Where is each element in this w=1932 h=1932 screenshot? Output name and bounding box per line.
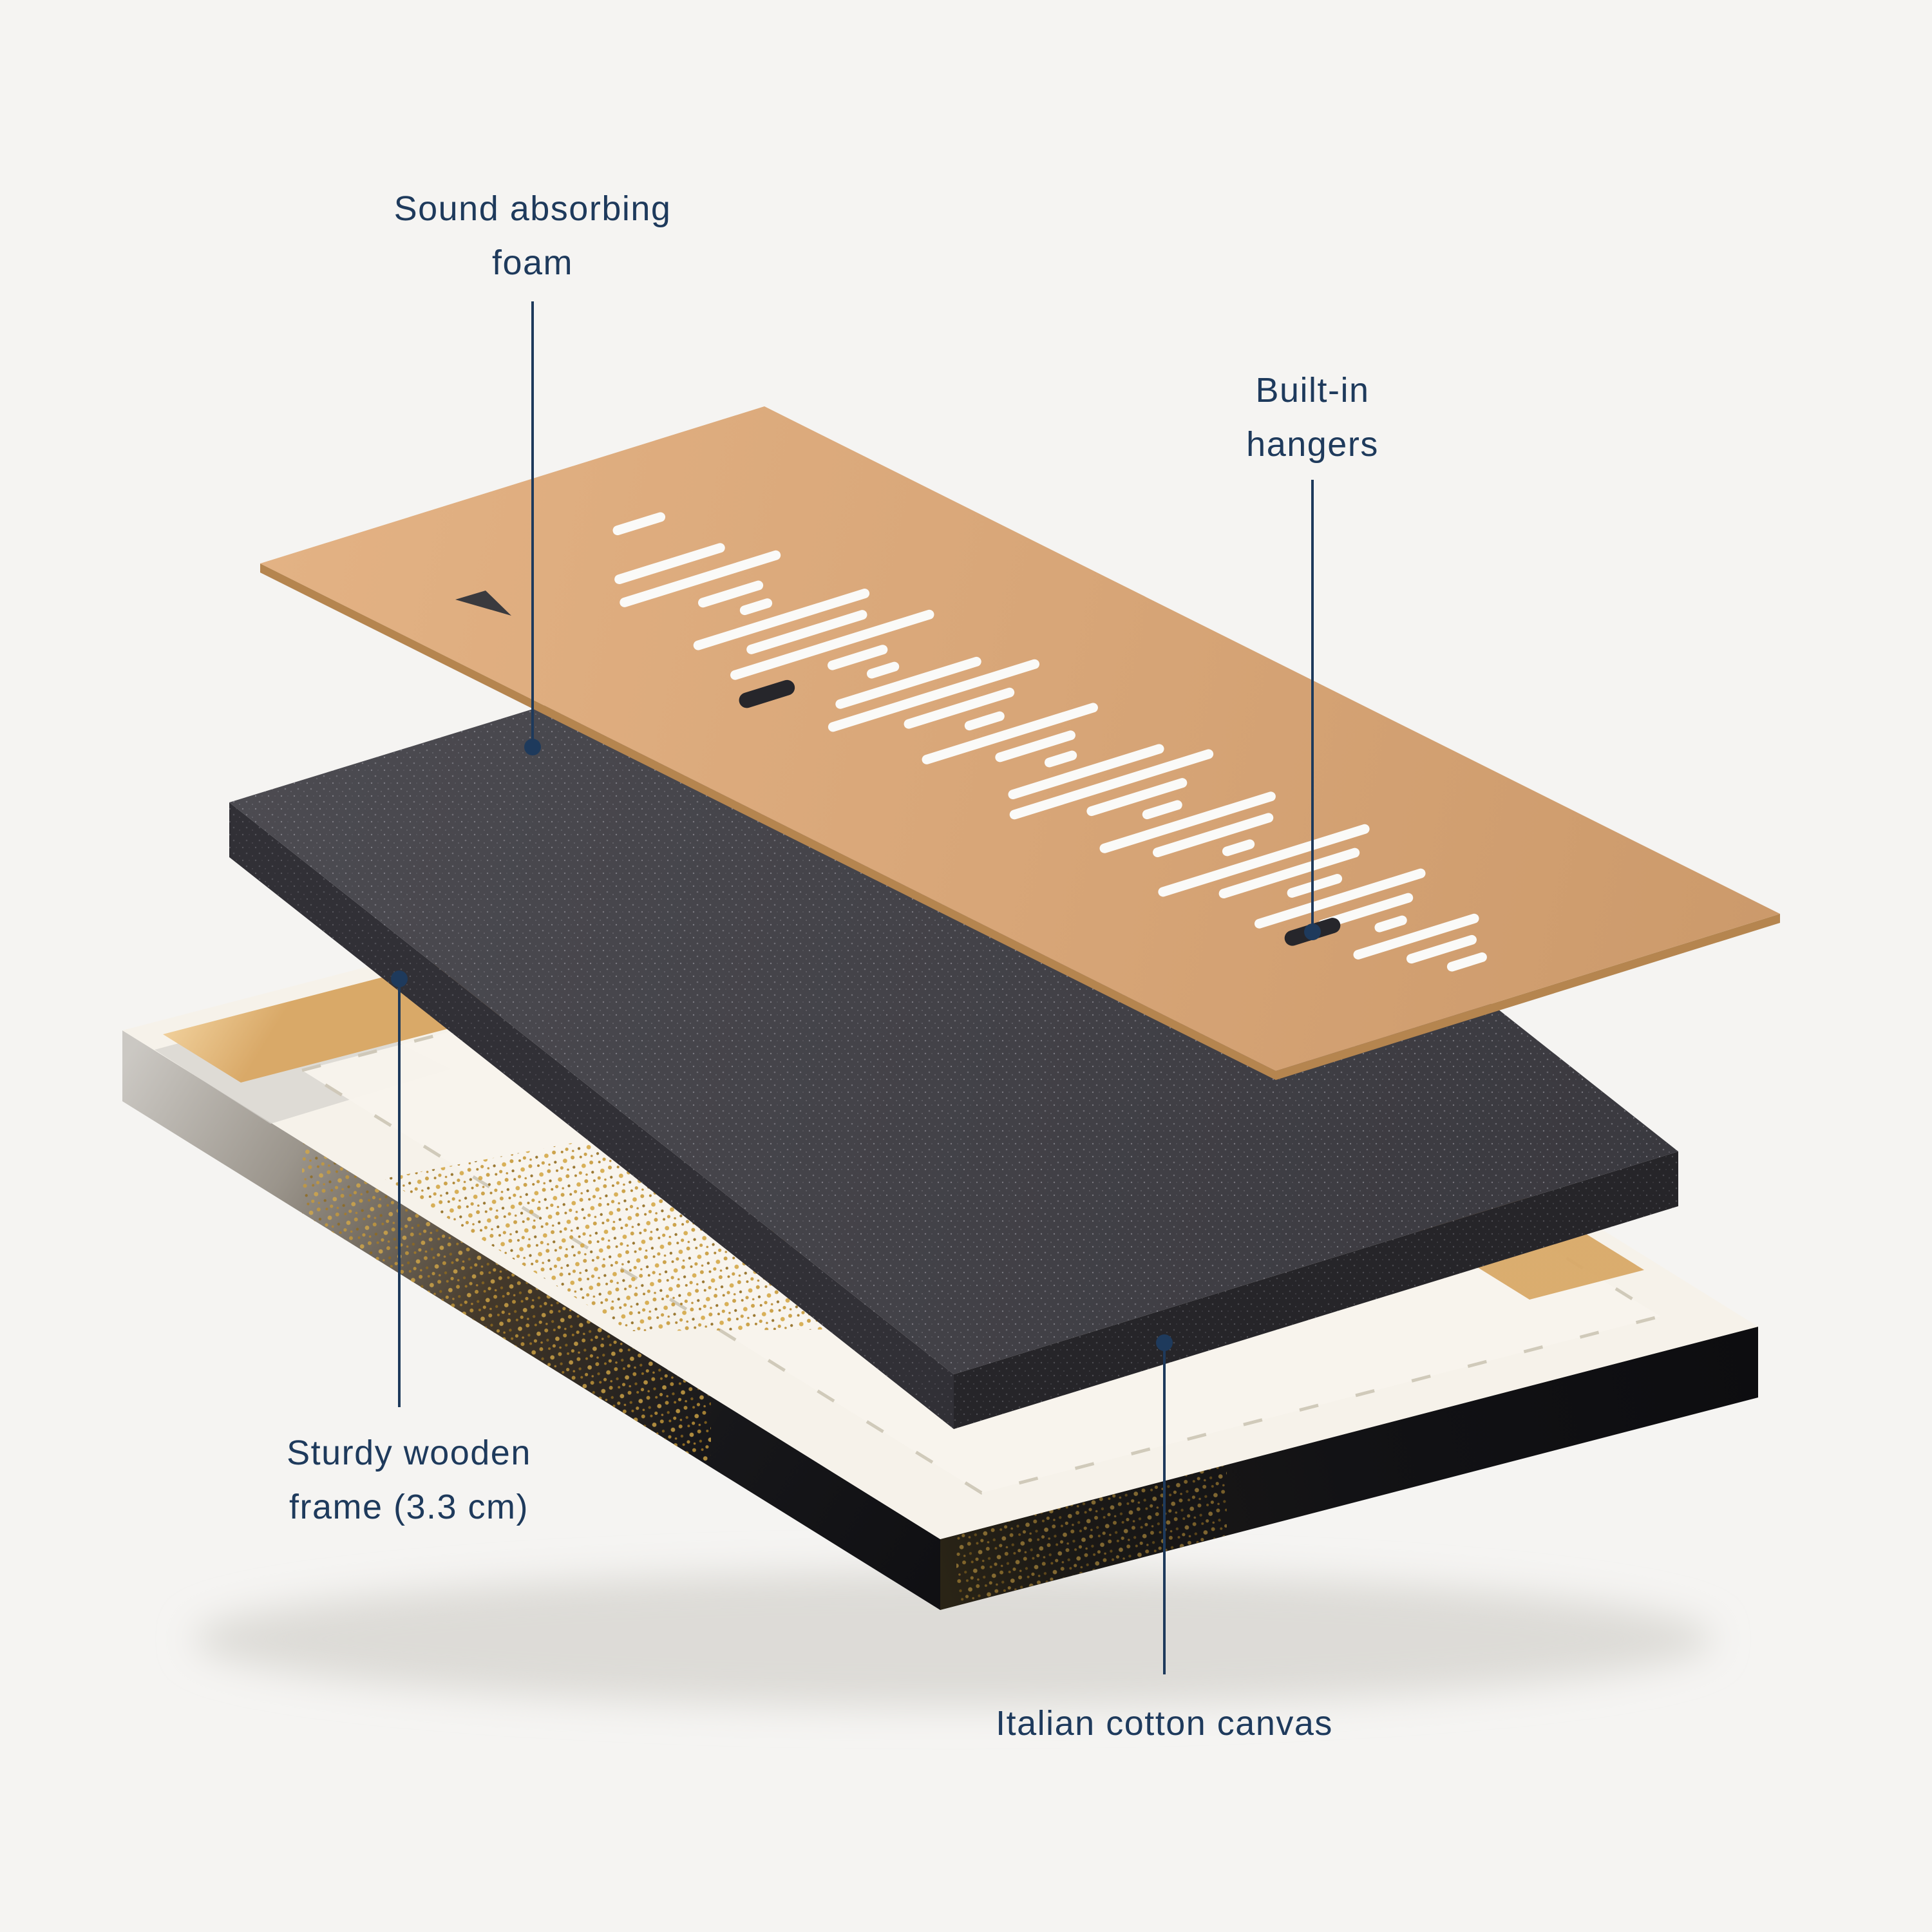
mdf-board-layer [260,406,1780,1080]
soundwave-slot [697,580,764,608]
label-sturdy-wooden-frame: Sturdy wooden frame (3.3 cm) [287,1426,531,1534]
soundwave-slot [922,703,1098,764]
soundwave-slot [1009,749,1214,820]
soundwave-slot [1222,839,1255,857]
soundwave-slot [1008,744,1164,800]
soundwave-slot [1044,750,1077,768]
canvas-back-gold-speckle [384,1140,858,1331]
label-line: Sturdy wooden [287,1434,531,1472]
foam-texture [229,580,1678,1374]
play-triangle-cutout [455,591,511,616]
label-built-in-hangers: Built-in hangers [1246,364,1379,471]
soundwave-slot [1353,913,1479,960]
foam-layer [229,580,1678,1429]
soundwave-slot [693,589,870,650]
soundwave-slot [1287,874,1343,898]
canvas-left-side-gold-speckle [302,1142,711,1468]
soundwave-slot [1406,934,1477,964]
soundwave-slot [995,730,1075,762]
label-line: Sound absorbing [393,189,672,228]
label-line: Italian cotton canvas [996,1704,1333,1743]
label-line: foam [491,243,574,282]
floor-shadow [193,1571,1713,1707]
soundwave-slot [835,656,981,709]
soundwave-slot [1153,813,1274,858]
foam-side-texture [229,802,1678,1429]
soundwave-slot [1374,915,1407,933]
label-line: hangers [1246,424,1379,464]
soundwave-slot [1099,791,1276,853]
soundwave-slot [1218,848,1360,899]
soundwave-slot [1446,952,1487,972]
soundwave-slot [866,661,900,679]
canvas-front-side-gold-speckle [956,1464,1227,1605]
soundwave-slot [904,687,1015,729]
soundwave-slot [1086,778,1188,817]
label-italian-cotton-canvas: Italian cotton canvas [996,1697,1333,1751]
soundwave-slot [1254,868,1426,929]
soundwave-slot [612,512,666,536]
soundwave-slot [964,711,1005,731]
leader-lines [398,301,1314,1674]
soundwave-slot [828,659,1040,732]
hanger-slot [739,679,795,708]
soundwave-slot [620,550,781,607]
soundwave-slots [612,512,1487,972]
soundwave-slot [614,543,725,585]
label-sound-absorbing-foam: Sound absorbing foam [394,182,672,290]
canvas-dot [1156,1334,1173,1351]
soundwave-slot [746,610,867,654]
soundwave-slot [730,609,934,680]
soundwave-slot [828,645,888,670]
foam-dot [524,739,541,755]
leader-dots [391,739,1321,1351]
hanger-dot [1304,923,1321,940]
label-line: Built-in [1255,371,1370,410]
soundwave-slot [739,598,773,616]
frame-dot [391,971,408,987]
soundwave-slot [1158,824,1370,897]
label-line: frame (3.3 cm) [289,1487,529,1526]
soundwave-slot [1142,800,1182,820]
